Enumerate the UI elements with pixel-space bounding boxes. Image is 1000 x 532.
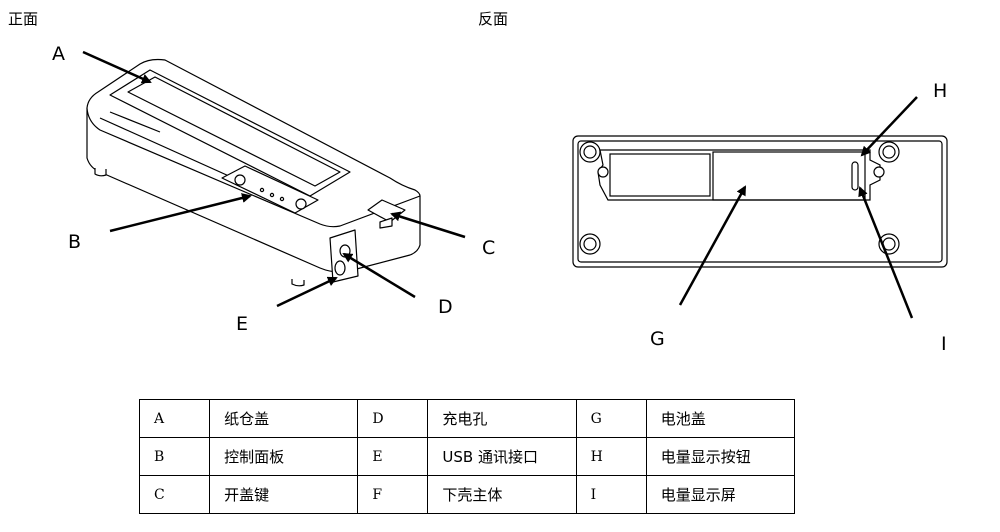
legend-value: 纸仓盖 xyxy=(209,399,359,438)
callout-g: G xyxy=(650,328,665,350)
legend-key: C xyxy=(138,475,211,514)
legend-value: 电量显示按钮 xyxy=(645,437,796,476)
callout-e: E xyxy=(236,313,248,335)
legend-value: 控制面板 xyxy=(209,437,359,476)
callout-h: H xyxy=(933,80,947,102)
back-view-label: 反面 xyxy=(478,10,509,28)
table-row: B 控制面板 E USB 通讯接口 H 电量显示按钮 xyxy=(138,437,796,476)
legend-key: I xyxy=(575,475,647,514)
legend-key: E xyxy=(357,437,429,476)
legend-value: 电池盖 xyxy=(645,399,796,438)
legend-key: H xyxy=(575,437,647,476)
legend-key: A xyxy=(138,399,211,438)
front-view-label: 正面 xyxy=(8,10,39,28)
leader-lines xyxy=(82,50,918,319)
legend-value: 充电孔 xyxy=(427,399,577,438)
legend-value: 开盖键 xyxy=(209,475,359,514)
printer-front-illustration xyxy=(86,58,421,287)
legend-key: G xyxy=(575,399,647,438)
legend-value: 下壳主体 xyxy=(427,475,577,514)
parts-legend-table: A 纸仓盖 D 充电孔 G 电池盖 B 控制面板 E USB 通讯接口 H 电量… xyxy=(138,399,796,514)
callout-i: I xyxy=(941,333,947,355)
legend-value: USB 通讯接口 xyxy=(427,437,577,476)
callout-c: C xyxy=(482,237,495,259)
callout-d: D xyxy=(438,296,453,318)
table-row: A 纸仓盖 D 充电孔 G 电池盖 xyxy=(138,399,796,438)
legend-value: 电量显示屏 xyxy=(645,475,796,514)
legend-key: B xyxy=(138,437,211,476)
callout-b: B xyxy=(68,231,81,253)
printer-back-illustration xyxy=(572,135,948,268)
printer-diagram: A B C D E G H I xyxy=(52,43,948,355)
legend-key: D xyxy=(357,399,429,438)
callout-a: A xyxy=(52,43,65,65)
table-row: C 开盖键 F 下壳主体 I 电量显示屏 xyxy=(138,475,796,514)
legend-key: F xyxy=(357,475,429,514)
